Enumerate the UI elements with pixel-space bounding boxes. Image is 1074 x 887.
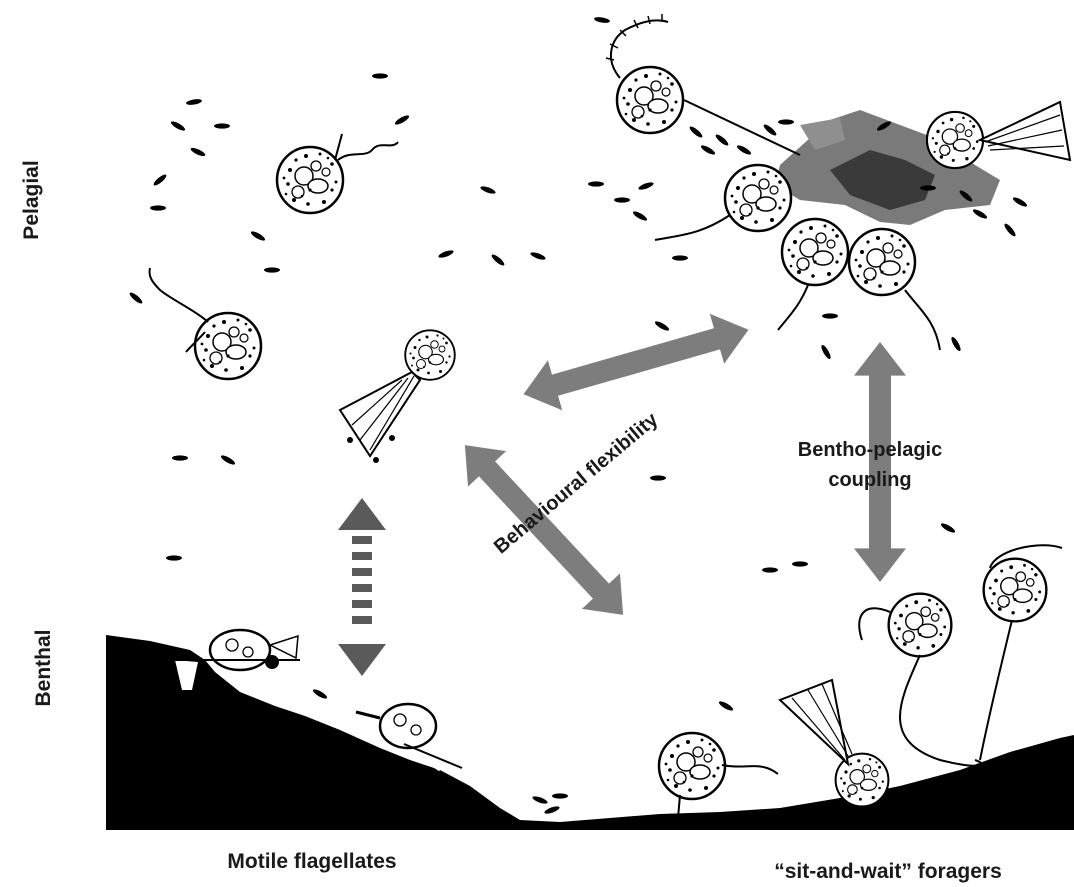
benthal-label: Benthal: [32, 629, 55, 706]
arrow-behavioural-upper: [516, 305, 755, 419]
coupling-label: coupling: [828, 469, 911, 491]
flagellate-aggregate-1: [655, 165, 791, 240]
bentho-pelagic-label: Bentho-pelagic: [798, 439, 942, 461]
flagellate-benthic-stalked-1: [659, 733, 778, 818]
flagellate-pelagic-1: [277, 134, 398, 213]
flagellate-pelagic-2: [149, 268, 261, 379]
flagellate-stalked-loop-1: [859, 594, 981, 766]
behavioural-flexibility-label: Behavioural flexibility: [490, 408, 663, 558]
flagellate-aggregate-3: [849, 229, 940, 350]
arrow-bentho-pelagic: [854, 342, 906, 582]
flagellate-aggregate-2: [778, 219, 848, 330]
choanoflagellate-benthic: [780, 680, 888, 806]
motile-flagellates-label: Motile flagellates: [227, 850, 396, 873]
choanoflagellate-attached: [927, 102, 1070, 168]
pelagial-label: Pelagial: [20, 160, 43, 239]
sit-and-wait-label: “sit-and-wait” foragers: [774, 860, 1002, 883]
flagellate-stalked-loop-2: [980, 545, 1062, 760]
choanoflagellate-pelagic: [340, 330, 455, 463]
arrow-motile-dashed: [338, 498, 386, 676]
